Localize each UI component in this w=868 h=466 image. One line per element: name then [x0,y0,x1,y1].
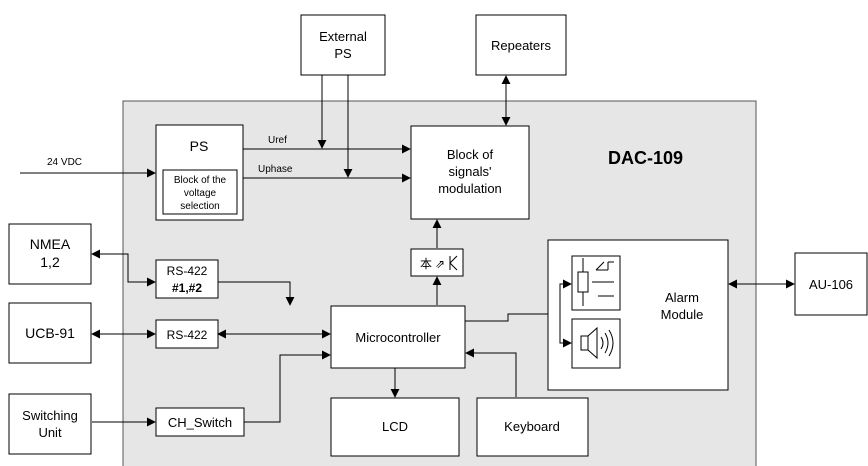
line-alarm-speaker [559,314,572,348]
connections [20,75,795,427]
line-keyboard-micro [465,348,517,397]
modulation-block: Block of signals' modulation [410,125,530,220]
ucb91-block: UCB-91 [8,302,92,364]
svg-text:本: 本 [420,257,432,271]
svg-text:External: External [319,29,367,44]
svg-text:modulation: modulation [438,181,502,196]
signal-uref-label: Uref [268,135,287,146]
switching-unit-block: Switching Unit [8,393,92,455]
svg-text:LCD: LCD [382,419,408,434]
svg-text:Unit: Unit [38,425,62,440]
svg-text:#1,#2: #1,#2 [172,281,202,295]
rs422-12-block: RS-422 #1,#2 [155,259,219,299]
svg-text:AU-106: AU-106 [809,277,853,292]
svg-text:RS-422: RS-422 [167,328,208,342]
svg-text:signals': signals' [449,164,492,179]
svg-text:Switching: Switching [22,408,78,423]
speaker-icon [571,318,621,369]
svg-text:Keyboard: Keyboard [504,419,560,434]
svg-text:PS: PS [334,46,352,61]
device-title: DAC-109 [608,148,683,168]
rs422-block: RS-422 [155,319,219,349]
line-ch-micro [244,350,331,423]
lcd-block: LCD [330,397,460,457]
ps-block: PS Block of the voltage selection [155,124,244,221]
relay-icon [571,255,621,311]
external-ps-block: External PS [300,14,386,76]
svg-text:1,2: 1,2 [40,254,60,270]
svg-text:PS: PS [190,138,209,154]
svg-text:⇗: ⇗ [435,257,445,271]
microcontroller-block: Microcontroller [330,305,466,369]
svg-text:Block of: Block of [447,147,494,162]
voltage-selection-block [162,169,238,215]
line-nmea-rs422 [91,249,156,287]
alarm-module-block: Alarm Module [547,239,729,391]
line-micro-alarm [465,313,548,322]
svg-text:UCB-91: UCB-91 [25,325,75,341]
svg-text:Microcontroller: Microcontroller [355,330,441,345]
svg-text:voltage: voltage [184,188,217,199]
repeaters-block: Repeaters [475,14,567,76]
svg-text:Module: Module [661,307,704,322]
signal-uphase-label: Uphase [258,164,293,175]
signal-24vdc-label: 24 VDC [47,157,82,168]
svg-text:CH_Switch: CH_Switch [168,415,232,430]
svg-text:selection: selection [180,201,219,212]
svg-text:NMEA: NMEA [30,236,71,252]
svg-text:RS-422: RS-422 [167,264,208,278]
line-alarm-relay [559,279,572,314]
line-rs422-12-micro [218,281,295,306]
keyboard-block: Keyboard [476,397,589,457]
au106-block: AU-106 [794,252,868,316]
svg-text:Block of the: Block of the [174,175,227,186]
svg-text:Repeaters: Repeaters [491,38,551,53]
optocoupler-icon: 本 ⇗ [410,248,464,277]
ch-switch-block: CH_Switch [155,407,245,437]
svg-text:Alarm: Alarm [665,290,699,305]
nmea-block: NMEA 1,2 [8,223,92,285]
